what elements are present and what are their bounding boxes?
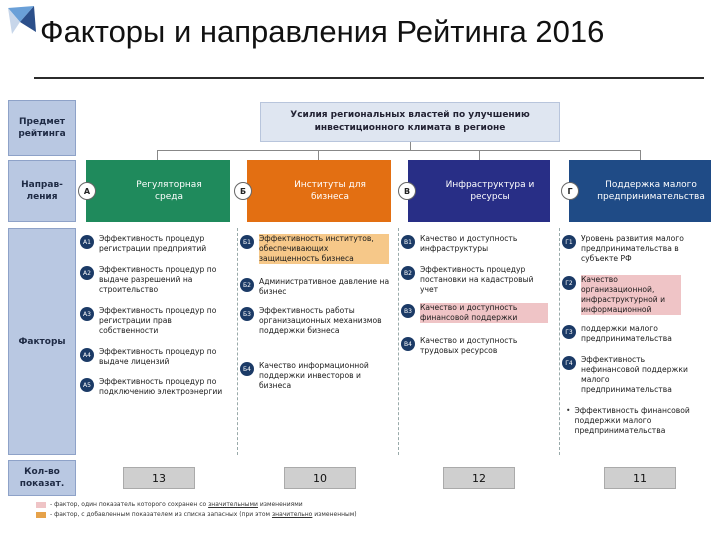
factor-item: Г3 поддержки малого предпринимательства — [562, 324, 714, 344]
connector-line — [157, 150, 158, 160]
factor-code: А4 — [80, 348, 94, 362]
factor-item: А4 Эффективность процедур по выдаче лице… — [80, 347, 232, 367]
count-b: 10 — [284, 467, 356, 489]
column-separator — [559, 228, 560, 455]
factor-item: В1 Качество и доступность инфраструктуры — [401, 234, 553, 254]
direction-header-a: Регуляторная среда — [86, 160, 230, 222]
factor-item: Б1 Эффективность институтов, обеспечиваю… — [240, 234, 392, 264]
factor-text: Уровень развития малого предпринимательс… — [581, 234, 684, 263]
direction-label: Поддержка малого предпринимательства — [597, 180, 705, 202]
factor-text: Эффективность нефинансовой поддержки мал… — [581, 355, 688, 394]
count-a: 13 — [123, 467, 195, 489]
direction-label: Регуляторная среда — [136, 180, 202, 202]
factor-text: Качество информационной поддержки инвест… — [259, 361, 369, 390]
factor-item: Б4 Качество информационной поддержки инв… — [240, 361, 392, 391]
direction-header-g: Поддержка малого предпринимательства — [569, 160, 711, 222]
bullet-icon: • — [566, 406, 571, 415]
legend-orange: - фактор, с добавленным показателем из с… — [50, 511, 357, 518]
factor-item: Г1 Уровень развития малого предпринимате… — [562, 234, 714, 264]
factor-text: Эффективность институтов, обеспечивающих… — [259, 234, 389, 264]
factor-code: В4 — [401, 337, 415, 351]
direction-badge: А — [78, 182, 96, 200]
factor-code: Б1 — [240, 235, 254, 249]
legend-swatch-orange — [36, 512, 46, 518]
factor-code: Г2 — [562, 276, 576, 290]
factor-code: Б3 — [240, 307, 254, 321]
title-rule — [34, 77, 704, 79]
connector-line — [410, 142, 411, 150]
factor-item: А2 Эффективность процедур по выдаче разр… — [80, 265, 232, 295]
factor-item: В3 Качество и доступность финансовой под… — [401, 303, 553, 323]
factor-text: Эффективность процедур по подключению эл… — [99, 377, 223, 396]
factor-item: Г4 Эффективность нефинансовой поддержки … — [562, 355, 714, 395]
factor-item: В2 Эффективность процедур постановки на … — [401, 265, 553, 295]
factor-code: Г4 — [562, 356, 576, 370]
direction-badge: Б — [234, 182, 252, 200]
factor-code: А1 — [80, 235, 94, 249]
direction-header-b: Институты для бизнеса — [247, 160, 391, 222]
factor-code: Б4 — [240, 362, 254, 376]
logo-icon — [8, 6, 36, 34]
factor-code: А2 — [80, 266, 94, 280]
factor-code: А5 — [80, 378, 94, 392]
direction-label: Инфраструктура и ресурсы — [445, 180, 535, 202]
factor-text: Эффективность процедур по выдаче лицензи… — [99, 347, 217, 366]
column-separator — [237, 228, 238, 455]
factor-item: В4 Качество и доступность трудовых ресур… — [401, 336, 553, 356]
connector-line — [318, 150, 319, 160]
direction-badge: В — [398, 182, 416, 200]
direction-badge: Г — [561, 182, 579, 200]
factor-text: Эффективность процедур регистрации предп… — [99, 234, 207, 253]
connector-line — [640, 150, 641, 160]
count-v: 12 — [443, 467, 515, 489]
effort-box: Усилия региональных властей по улучшению… — [260, 102, 560, 142]
factor-code: Г1 — [562, 235, 576, 249]
factor-text: поддержки малого предпринимательства — [581, 324, 672, 343]
factor-text: Эффективность работы организационных мех… — [259, 306, 382, 335]
factors-label: Факторы — [8, 228, 76, 455]
factor-text: Эффективность процедур постановки на кад… — [420, 265, 534, 294]
factor-text: Качество и доступность финансовой поддер… — [420, 303, 548, 323]
factor-text: Качество организационной, инфраструктурн… — [581, 275, 681, 315]
legend-swatch-pink — [36, 502, 46, 508]
connector-line — [157, 150, 641, 151]
factor-text: Качество и доступность трудовых ресурсов — [420, 336, 518, 355]
direction-header-v: Инфраструктура и ресурсы — [408, 160, 550, 222]
factor-text: Административное давление на бизнес — [259, 277, 390, 296]
direction-label: Институты для бизнеса — [294, 180, 366, 202]
factor-code: Б2 — [240, 278, 254, 292]
factor-code: В2 — [401, 266, 415, 280]
factor-item: • Эффективность финансовой поддержки мал… — [566, 406, 714, 436]
factor-item: А1 Эффективность процедур регистрации пр… — [80, 234, 232, 254]
count-label: Кол-во показат. — [8, 460, 76, 496]
factor-code: А3 — [80, 307, 94, 321]
legend-pink: - фактор, один показатель которого сохра… — [50, 501, 303, 508]
factor-text: Эффективность процедур по регистрации пр… — [99, 306, 217, 335]
connector-line — [479, 150, 480, 160]
factor-item: А5 Эффективность процедур по подключению… — [80, 377, 232, 397]
factor-code: Г3 — [562, 325, 576, 339]
column-separator — [398, 228, 399, 455]
factor-item: Б2 Административное давление на бизнес — [240, 277, 392, 297]
factor-text: Качество и доступность инфраструктуры — [420, 234, 518, 253]
factor-item: А3 Эффективность процедур по регистрации… — [80, 306, 232, 336]
page-title: Факторы и направления Рейтинга 2016 — [40, 14, 605, 49]
count-g: 11 — [604, 467, 676, 489]
factor-item: Б3 Эффективность работы организационных … — [240, 306, 392, 336]
factor-text: Эффективность процедур по выдаче разреше… — [99, 265, 217, 294]
factor-code: В3 — [401, 304, 415, 318]
factor-text: Эффективность финансовой поддержки малог… — [574, 406, 690, 435]
directions-label: Направ-ления — [8, 160, 76, 222]
factor-item: Г2 Качество организационной, инфраструкт… — [562, 275, 714, 315]
factor-code: В1 — [401, 235, 415, 249]
subject-label: Предмет рейтинга — [8, 100, 76, 156]
